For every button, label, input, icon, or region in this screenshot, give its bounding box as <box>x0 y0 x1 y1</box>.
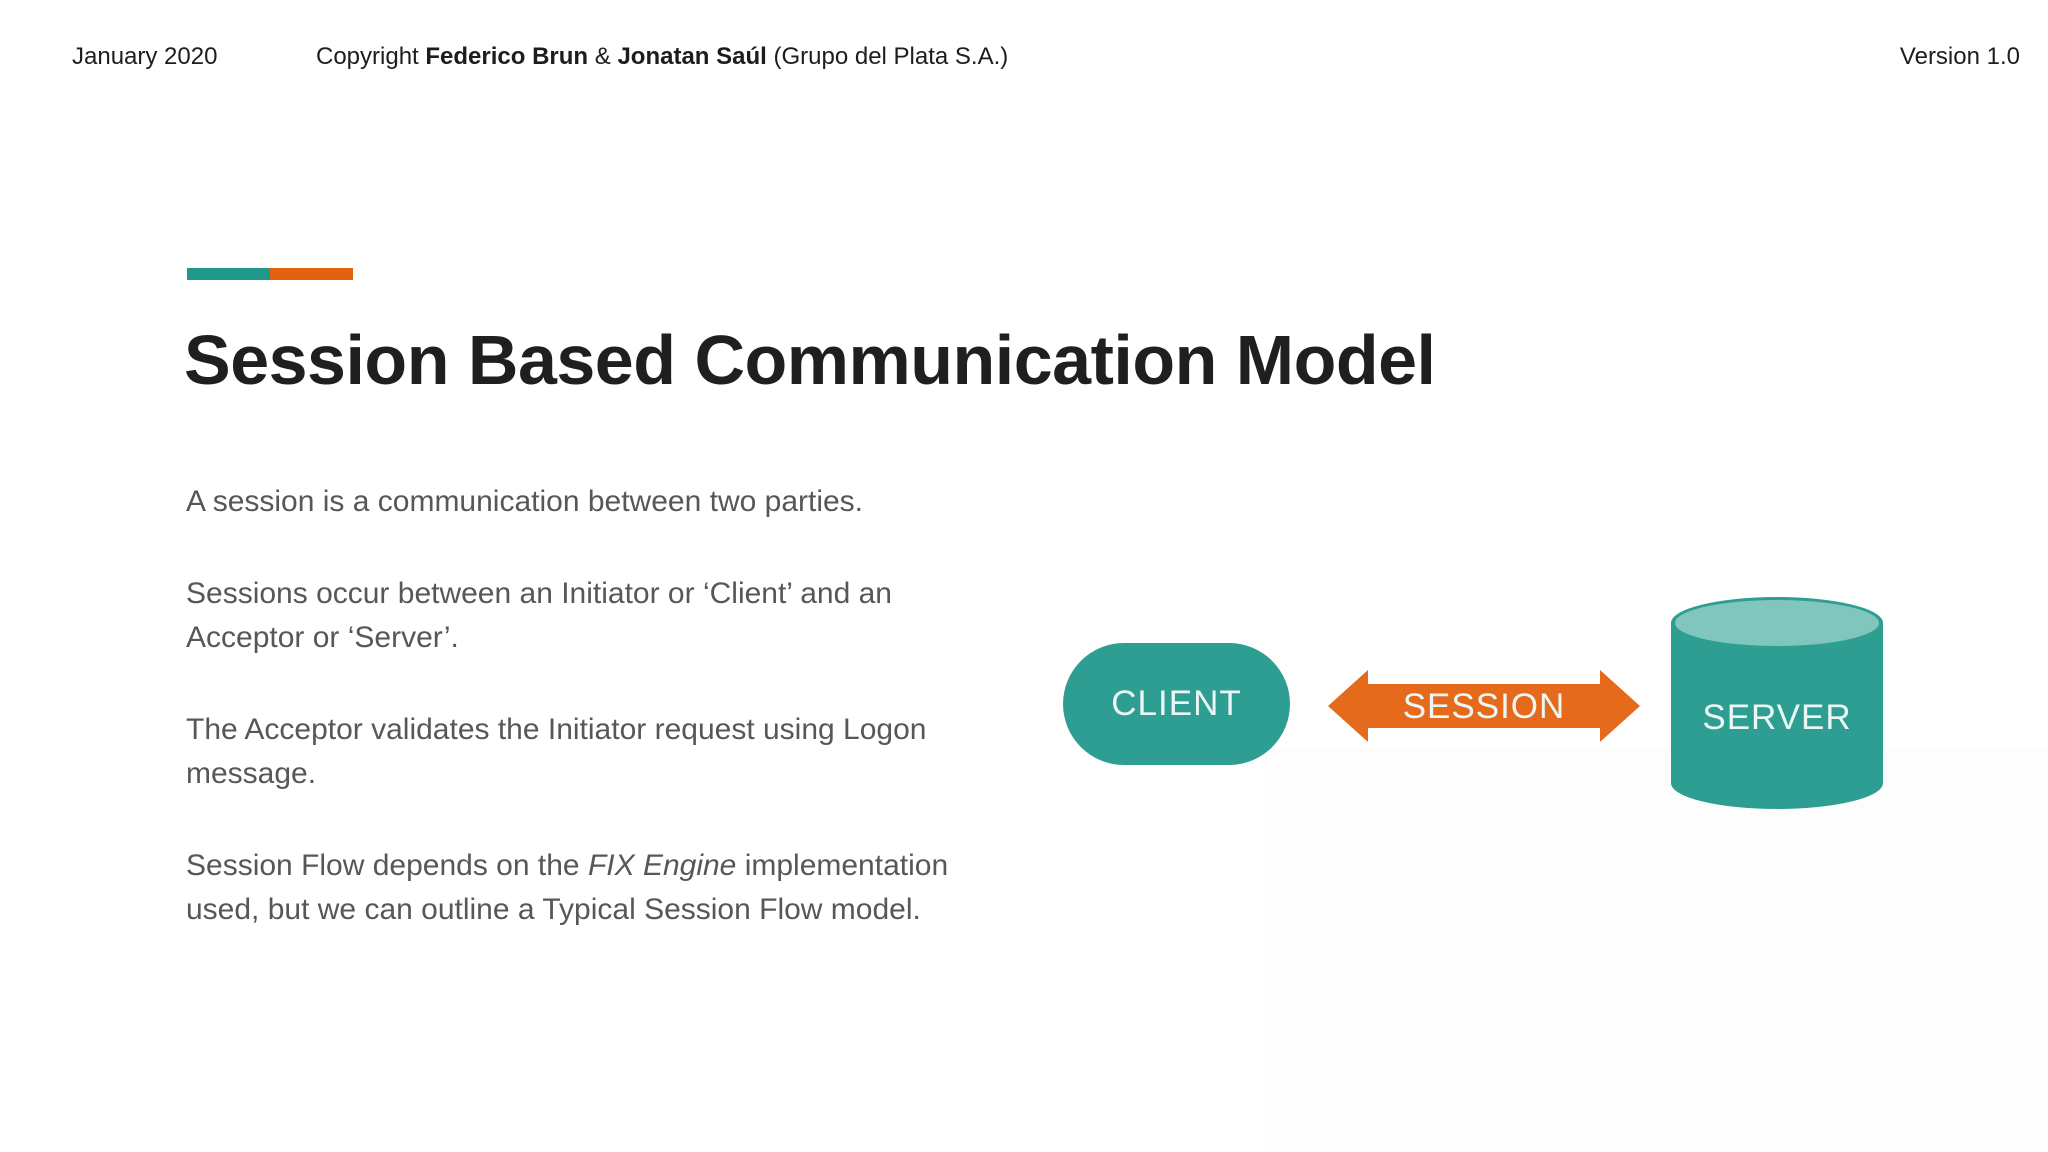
paragraph-4-line-1: Session Flow depends on the FIX Engine i… <box>186 844 1046 888</box>
server-node: SERVER <box>1671 597 1883 809</box>
copyright-author-1: Federico Brun <box>425 43 589 70</box>
copyright-suffix: (Grupo del Plata S.A.) <box>766 43 1009 70</box>
paragraph-1: A session is a communication between two… <box>186 480 1046 524</box>
header-date: January 2020 <box>72 43 218 70</box>
client-label: CLIENT <box>1111 684 1242 723</box>
paragraph-4: Session Flow depends on the FIX Engine i… <box>186 844 1046 932</box>
copyright-prefix: Copyright <box>316 43 426 70</box>
slide-title: Session Based Communication Model <box>184 321 1436 399</box>
cylinder-body <box>1671 597 1883 809</box>
header-copyright: Copyright Federico Brun & Jonatan Saúl (… <box>316 43 1008 71</box>
fix-engine-italic: FIX Engine <box>587 849 737 882</box>
double-arrow-icon <box>1328 670 1640 742</box>
title-accent-bar <box>187 268 353 280</box>
accent-bar-teal-segment <box>187 268 270 280</box>
paragraph-3-line-1: The Acceptor validates the Initiator req… <box>186 713 927 746</box>
server-label: SERVER <box>1702 698 1851 737</box>
paragraph-3: The Acceptor validates the Initiator req… <box>186 708 1046 796</box>
cylinder-top <box>1675 600 1879 646</box>
client-node: CLIENT <box>1063 643 1290 765</box>
paragraph-2-line-1: Sessions occur between an Initiator or ‘… <box>186 577 892 610</box>
session-arrow: SESSION <box>1328 670 1640 742</box>
session-label: SESSION <box>1403 687 1566 726</box>
paragraph-1-line-1: A session is a communication between two… <box>186 485 864 518</box>
paragraph-4-text: Session Flow depends on the <box>186 849 588 882</box>
paragraph-2: Sessions occur between an Initiator or ‘… <box>186 572 1046 660</box>
copyright-ampersand: & <box>588 43 618 70</box>
accent-bar-orange-segment <box>270 268 353 280</box>
faint-background-region <box>1265 748 2048 1152</box>
copyright-author-2: Jonatan Saúl <box>617 43 767 70</box>
header-version: Version 1.0 <box>1899 43 2020 70</box>
paragraph-2-line-2: Acceptor or ‘Server’. <box>186 621 459 654</box>
body-text: A session is a communication between two… <box>186 480 1046 932</box>
paragraph-3-line-2: message. <box>186 757 317 790</box>
paragraph-4-line-2: used, but we can outline a Typical Sessi… <box>186 893 921 926</box>
paragraph-4-text-after: implementation <box>736 849 949 882</box>
